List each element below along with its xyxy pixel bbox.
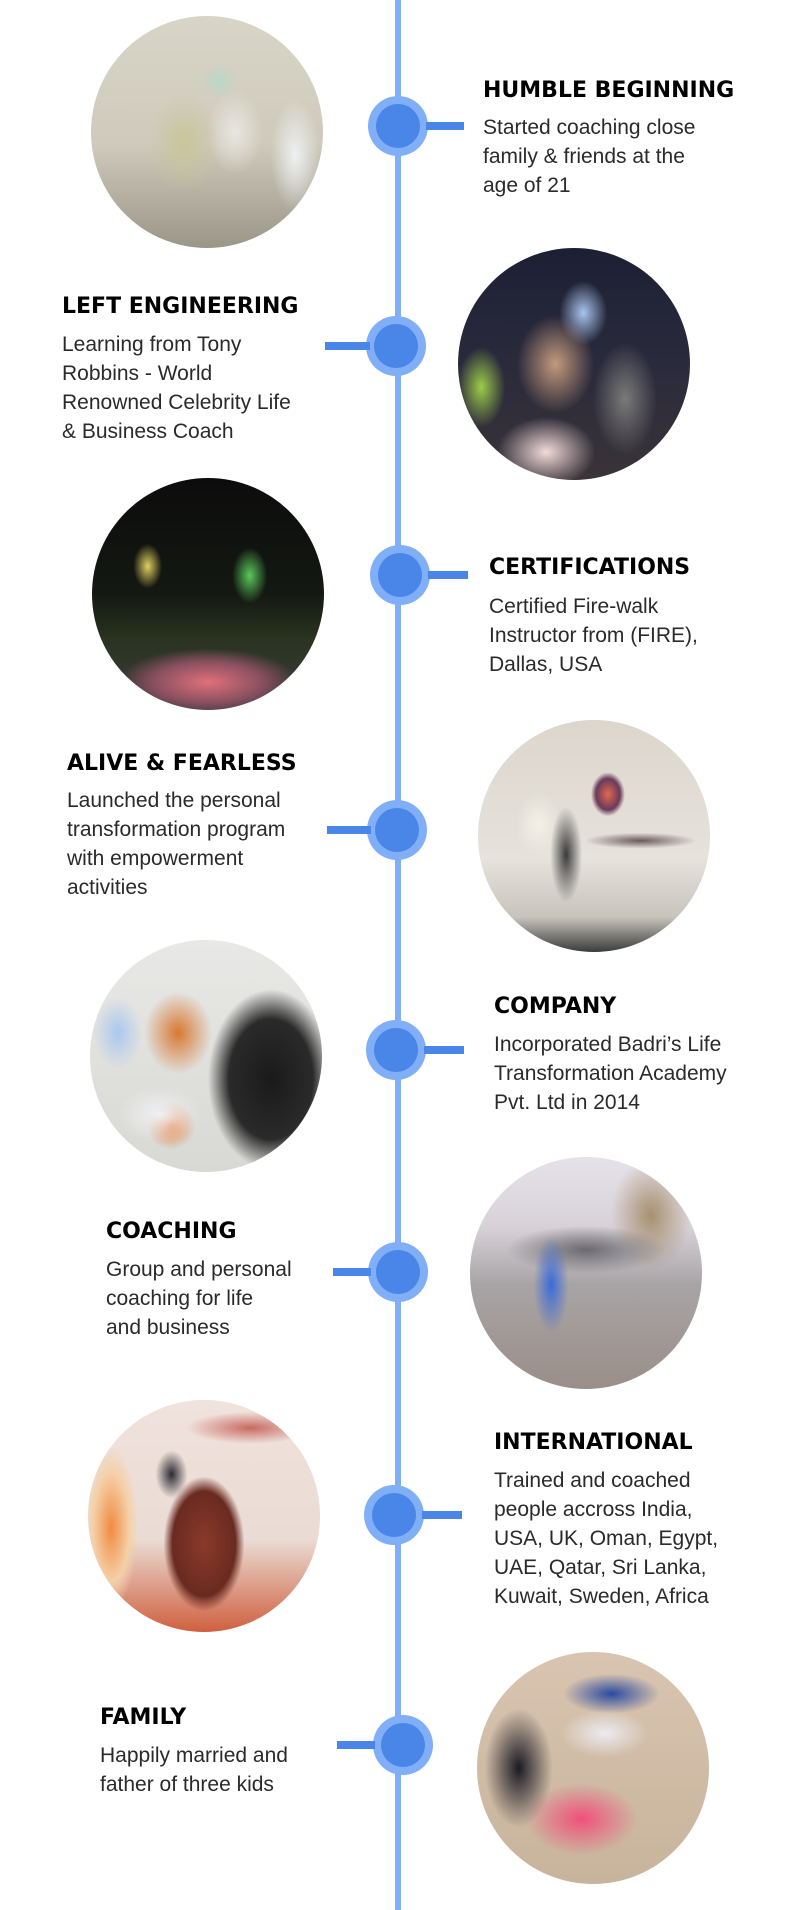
event-heading: COMPANY [494,994,617,1019]
timeline-node [366,1020,426,1080]
event-description: Certified Fire-walk Instructor from (FIR… [489,595,698,676]
event-heading: CERTIFICATIONS [489,555,691,580]
timeline-node-dot [374,324,418,368]
timeline-connector [424,1046,464,1054]
timeline-node-dot [376,104,420,148]
event-description: Group and personal coaching for life and… [106,1258,292,1339]
timeline-node [373,1715,433,1775]
timeline-connector [337,1741,375,1749]
timeline-node-dot [378,553,422,597]
event-crowd-selfie-photo [458,248,690,480]
timeline-node [368,1242,428,1302]
group-seated-in-room-photo [91,16,323,248]
timeline-node-dot [381,1723,425,1767]
event-heading: ALIVE & FEARLESS [67,751,297,776]
firewalk-photo [92,478,324,710]
event-description: Trained and coached people accross India… [494,1469,719,1608]
timeline-line [395,0,401,1910]
timeline-connector [333,1268,371,1276]
timeline-node [368,96,428,156]
timeline-node [364,1485,424,1545]
timeline-node-dot [374,1028,418,1072]
event-description: Learning from Tony Robbins - World Renow… [62,333,291,443]
event-heading: COACHING [106,1219,237,1244]
event-description: Happily married and father of three kids [100,1744,288,1796]
event-description: Incorporated Badri’s Life Transformation… [494,1033,727,1114]
timeline-node-dot [376,1250,420,1294]
timeline-node [370,545,430,605]
timeline-node-dot [375,808,419,852]
family-photo [477,1652,709,1884]
event-heading: HUMBLE BEGINNING [483,78,735,103]
camera-recording-photo [90,940,322,1172]
timeline-connector [428,571,468,579]
alive-fearless-stage-photo [478,720,710,952]
timeline-node [366,316,426,376]
timeline-connector [422,1511,462,1519]
timeline-node-dot [372,1493,416,1537]
timeline-node [367,800,427,860]
event-description: Started coaching close family & friends … [483,116,696,197]
event-heading: LEFT ENGINEERING [62,294,299,319]
event-description: Launched the personal transformation pro… [67,789,286,899]
event-heading: INTERNATIONAL [494,1430,693,1455]
event-heading: FAMILY [100,1705,187,1730]
embassy-podium-photo [88,1400,320,1632]
timeline-connector [426,122,464,130]
group-coaching-outdoor-photo [470,1157,702,1389]
timeline-connector [327,826,371,834]
timeline-connector [325,342,370,350]
